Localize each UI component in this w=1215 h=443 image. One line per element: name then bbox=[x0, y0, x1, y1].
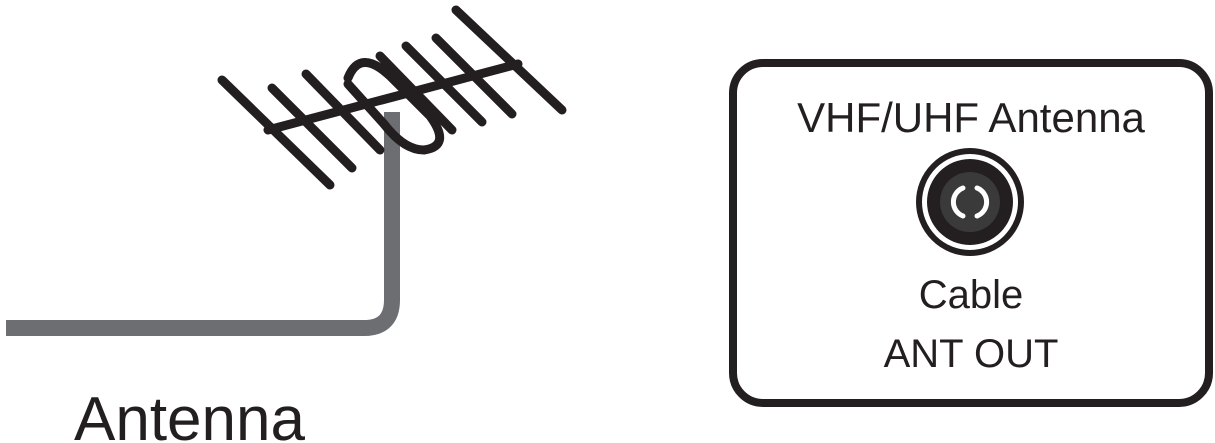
connector-panel: VHF/UHF Antenna Cable ANT OUT bbox=[729, 59, 1213, 407]
antenna-caption: Antenna bbox=[74, 385, 306, 443]
antenna-element bbox=[217, 75, 335, 190]
yagi-antenna-icon bbox=[217, 5, 567, 190]
antenna-dipole-loop bbox=[343, 58, 444, 155]
panel-title: VHF/UHF Antenna bbox=[797, 94, 1145, 141]
panel-label-ant-out: ANT OUT bbox=[884, 332, 1059, 376]
antenna-element bbox=[431, 33, 517, 119]
antenna-element bbox=[401, 41, 487, 127]
antenna-element bbox=[267, 83, 357, 173]
antenna-element bbox=[451, 5, 567, 115]
panel-label-cable: Cable bbox=[919, 273, 1024, 317]
coaxial-jack-icon[interactable] bbox=[916, 148, 1024, 256]
antenna-element bbox=[375, 51, 457, 135]
antenna-element bbox=[301, 69, 385, 155]
coaxial-cable bbox=[6, 112, 400, 336]
